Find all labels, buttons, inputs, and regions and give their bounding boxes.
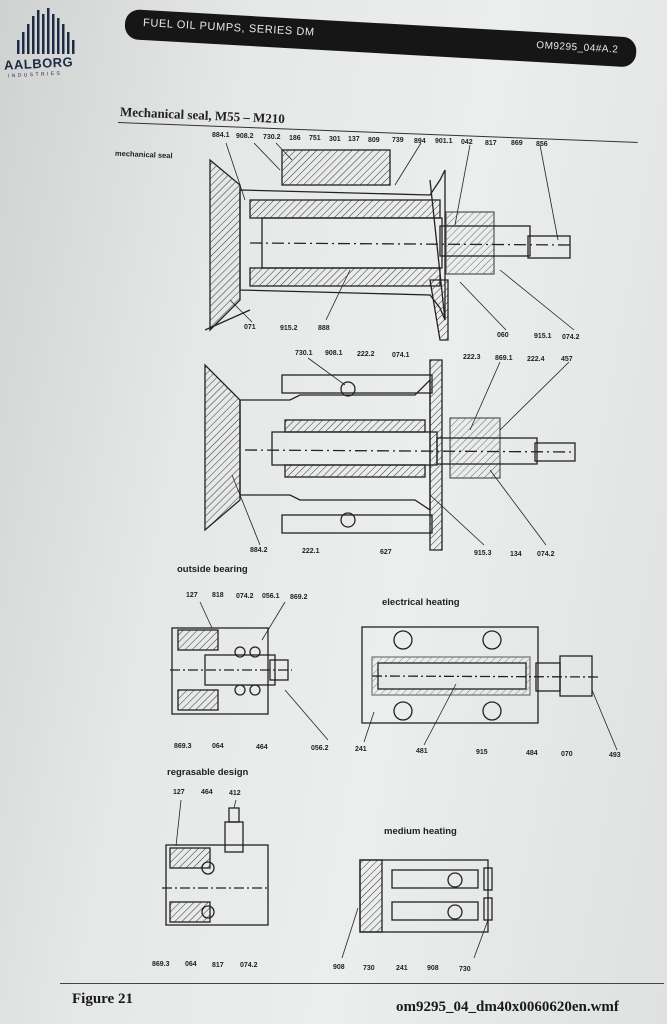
part-label: 751 <box>309 135 321 142</box>
medium-heating-drawing <box>359 859 493 933</box>
caption-medium-heating: medium heating <box>384 826 457 837</box>
regrasable-design-drawing <box>162 807 270 926</box>
part-label: 908.2 <box>236 133 254 140</box>
part-label: 915.2 <box>280 325 298 332</box>
caption-regrasable-design: regrasable design <box>167 767 249 778</box>
part-label: 464 <box>256 744 268 751</box>
pump-section-drawing <box>204 359 576 551</box>
logo-mark-icon <box>17 8 75 54</box>
footer-rule <box>60 983 664 984</box>
part-label: 301 <box>329 136 341 143</box>
part-label: 908.1 <box>325 350 343 357</box>
part-label: 070 <box>561 751 573 758</box>
part-label: 481 <box>416 748 428 755</box>
part-label: 915.3 <box>474 550 492 557</box>
part-label: 074.2 <box>236 593 254 600</box>
part-label: 127 <box>173 789 185 796</box>
part-label: 222.3 <box>463 354 481 361</box>
part-label: 074.1 <box>392 352 410 359</box>
part-label: 915.1 <box>534 333 552 340</box>
part-label: 739 <box>392 137 404 144</box>
part-label: 493 <box>609 752 621 759</box>
part-label: 222.2 <box>357 351 375 358</box>
figure-label: Figure 21 <box>72 991 133 1007</box>
part-label: 869.2 <box>290 594 308 601</box>
company-logo: AALBORG INDUSTRIES <box>2 6 92 79</box>
part-label: 134 <box>510 551 522 558</box>
part-label: 056.2 <box>311 745 329 752</box>
part-label: 484 <box>526 750 538 757</box>
part-label: 869 <box>511 140 523 147</box>
part-label: 730 <box>363 965 375 972</box>
part-label: 064 <box>185 961 197 968</box>
part-label: 818 <box>212 592 224 599</box>
part-label: 222.1 <box>302 548 320 555</box>
caption-electrical-heating: electrical heating <box>382 597 460 608</box>
outside-bearing-drawing <box>170 627 292 715</box>
part-label: 869.3 <box>174 743 192 750</box>
part-label: 127 <box>186 592 198 599</box>
leader-lines <box>175 142 618 959</box>
part-label: 457 <box>561 356 573 363</box>
part-label: 627 <box>380 549 392 556</box>
part-label: 869.1 <box>495 355 513 362</box>
part-label: 464 <box>201 789 213 796</box>
part-label: 064 <box>212 743 224 750</box>
part-label: 074.2 <box>562 334 580 341</box>
part-label: 241 <box>355 746 367 753</box>
figure-filename: om9295_04_dm40x0060620en.wmf <box>396 999 619 1015</box>
part-label: 137 <box>348 136 360 143</box>
part-label: 730 <box>459 966 471 973</box>
part-label: 817 <box>212 962 224 969</box>
part-label: 908 <box>427 965 439 972</box>
caption-outside-bearing: outside bearing <box>177 564 248 575</box>
part-label: 915 <box>476 749 488 756</box>
electrical-heating-drawing <box>361 626 601 724</box>
part-label: 888 <box>318 325 330 332</box>
part-label: 894 <box>414 138 426 145</box>
part-label: 817 <box>485 140 497 147</box>
mechanical-seal-drawing <box>204 149 571 341</box>
part-label: 412 <box>229 790 241 797</box>
part-label: 241 <box>396 965 408 972</box>
part-label: 060 <box>497 332 509 339</box>
part-label: 730.1 <box>295 350 313 357</box>
part-label: 908 <box>333 964 345 971</box>
part-label: 869.3 <box>152 961 170 968</box>
part-label: 809 <box>368 137 380 144</box>
part-label: 186 <box>289 135 301 142</box>
part-label: 901.1 <box>435 138 453 145</box>
part-label: 856 <box>536 141 548 148</box>
part-label: 071 <box>244 324 256 331</box>
part-label: 884.2 <box>250 547 268 554</box>
part-label: 074.2 <box>240 962 258 969</box>
part-label: 042 <box>461 139 473 146</box>
part-label: 730.2 <box>263 134 281 141</box>
part-label: 884.1 <box>212 132 230 139</box>
part-label: 074.2 <box>537 551 555 558</box>
part-label: 056.1 <box>262 593 280 600</box>
part-label: 222.4 <box>527 356 545 363</box>
